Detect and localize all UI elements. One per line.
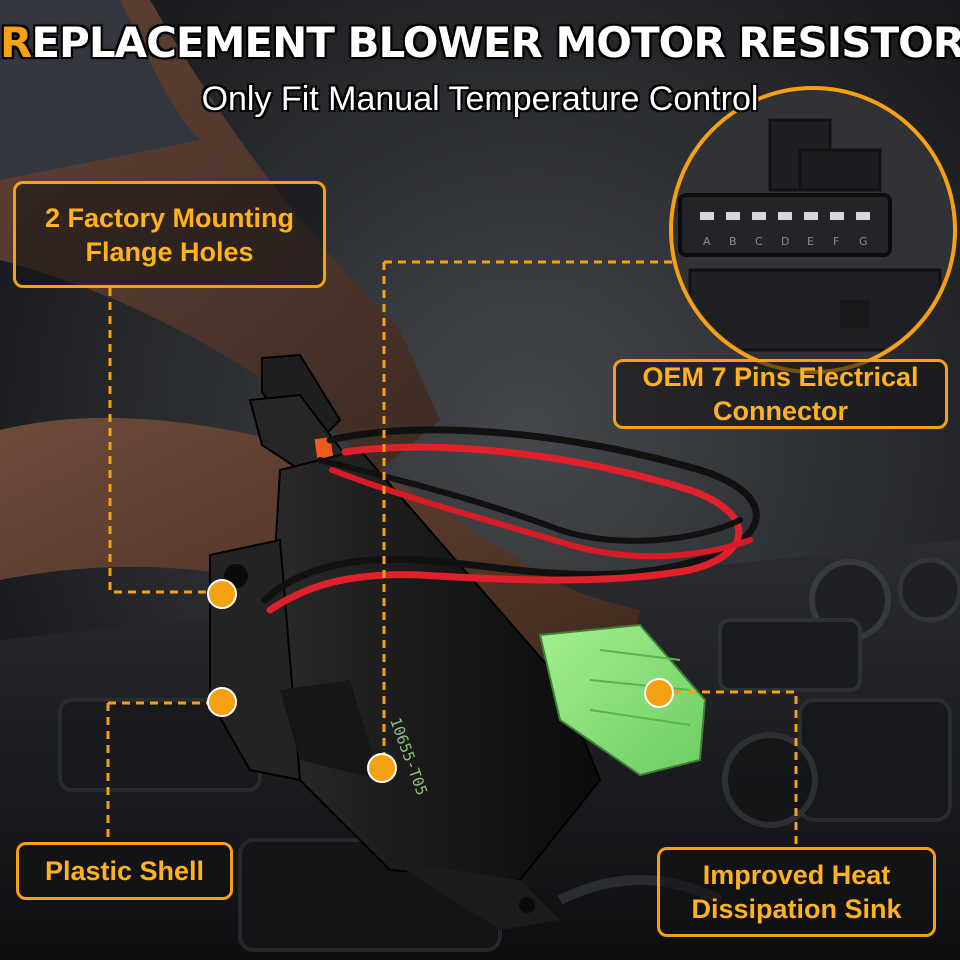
callout-dots	[207, 579, 674, 783]
pin-label: E	[807, 235, 814, 248]
pin-label: D	[781, 235, 789, 248]
pin-label: A	[703, 235, 711, 248]
pin-label: C	[755, 235, 763, 248]
callout-lines	[106, 260, 798, 847]
callout-mounting-line2: Flange Holes	[85, 236, 254, 267]
callout-heat-line1: Improved Heat	[702, 860, 891, 890]
connector-inset: A B C D E F G	[669, 86, 957, 374]
callout-connector-line2: Connector	[713, 396, 848, 426]
pin-label: B	[729, 235, 737, 248]
page-title: REPLACEMENT BLOWER MOTOR RESISTOR	[0, 18, 960, 67]
callout-heat-sink: Improved Heat Dissipation Sink	[657, 847, 936, 937]
title-rest: EPLACEMENT BLOWER MOTOR RESISTOR	[31, 18, 960, 67]
page-subtitle: Only Fit Manual Temperature Control	[201, 80, 759, 118]
pin-label: F	[833, 235, 839, 248]
callout-connector-line1: OEM 7 Pins Electrical	[642, 362, 919, 392]
callout-mounting-line1: 2 Factory Mounting	[45, 202, 294, 233]
callout-heat-line2: Dissipation Sink	[691, 894, 902, 924]
title-first-letter: R	[0, 18, 32, 67]
pin-row	[700, 212, 870, 220]
pin-label: G	[859, 235, 868, 248]
callout-plastic-shell: Plastic Shell	[16, 842, 233, 900]
callout-shell-line1: Plastic Shell	[44, 856, 205, 886]
callout-mounting-holes: 2 Factory Mounting Flange Holes	[13, 181, 326, 288]
sleeve	[0, 0, 200, 180]
callout-connector: OEM 7 Pins Electrical Connector	[613, 359, 948, 429]
